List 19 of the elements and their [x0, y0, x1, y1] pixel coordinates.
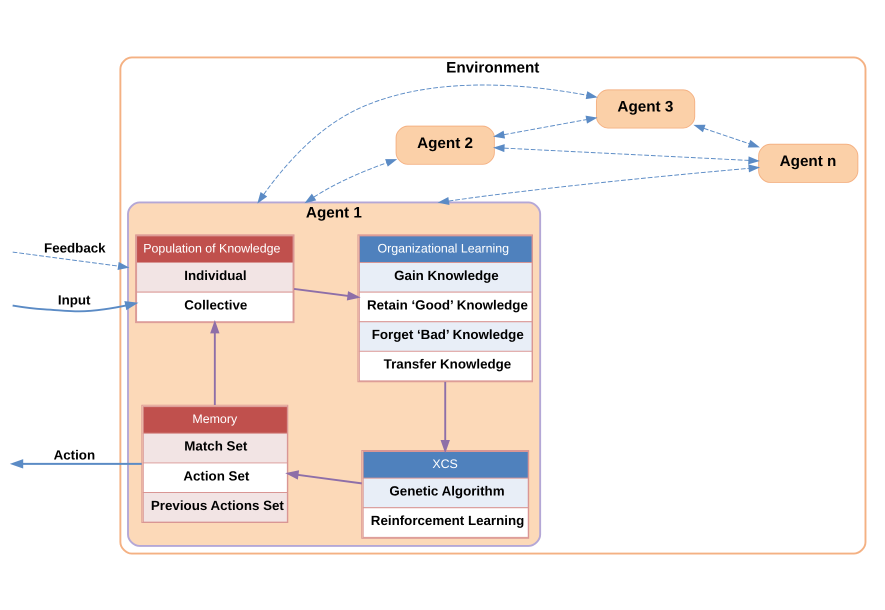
- arrow: [440, 381, 450, 453]
- edge-label: Feedback: [44, 240, 106, 255]
- arrow: [10, 458, 142, 468]
- arrow: [294, 287, 361, 300]
- arrow: [693, 124, 760, 147]
- arrow: [210, 320, 220, 404]
- arrow: [493, 115, 598, 138]
- arrow: [438, 164, 760, 204]
- arrow: [12, 251, 130, 270]
- arrow: [285, 470, 362, 484]
- arrow: [257, 84, 598, 204]
- node-box: Agent n: [758, 143, 858, 182]
- arrow: [12, 300, 138, 312]
- node-box: Agent 3: [596, 88, 696, 128]
- edge-label: Input: [58, 292, 90, 308]
- arrow: [304, 158, 398, 203]
- edge-label: Action: [54, 446, 96, 462]
- node-box: Agent 2: [396, 125, 495, 164]
- arrow: [493, 144, 760, 164]
